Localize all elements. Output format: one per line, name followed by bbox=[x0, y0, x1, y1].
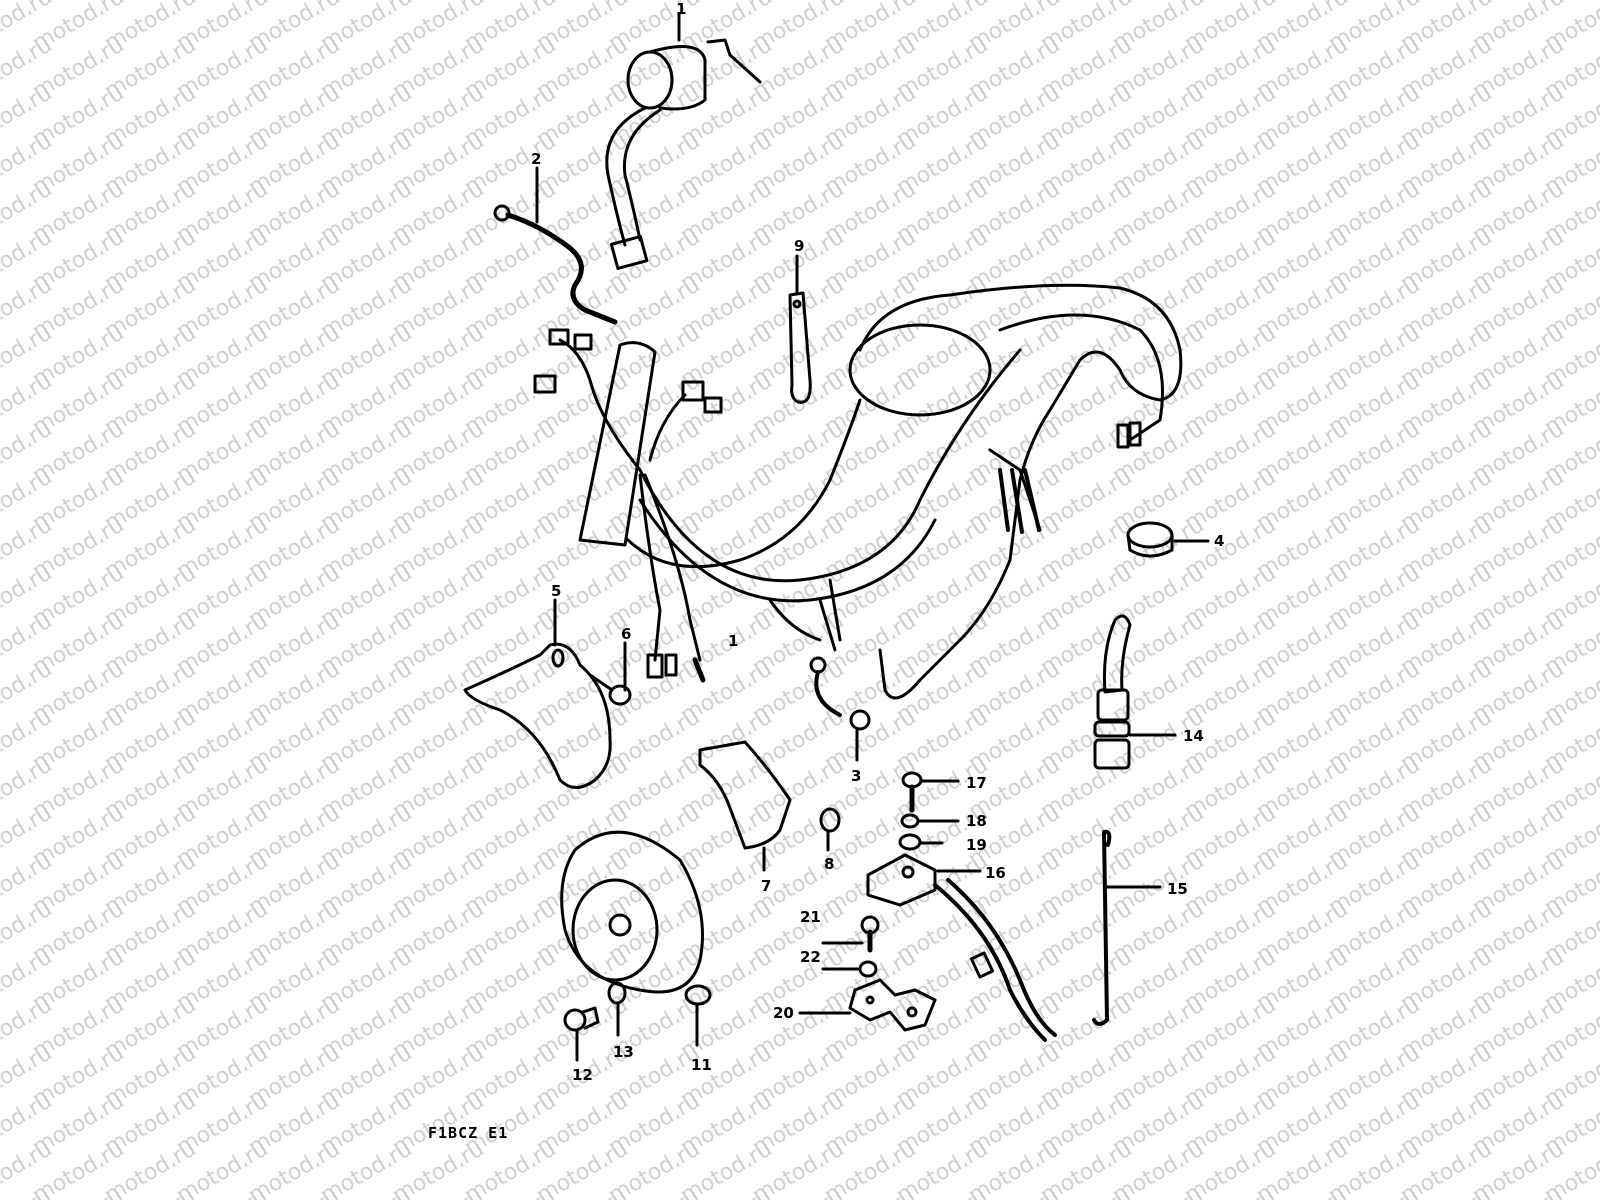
bracket-9 bbox=[788, 254, 812, 404]
callout-22: 22 bbox=[800, 948, 821, 966]
callout-13: 13 bbox=[613, 1043, 634, 1061]
screw-17 bbox=[901, 771, 960, 813]
callout-3: 3 bbox=[851, 767, 862, 785]
washer-19 bbox=[898, 833, 944, 851]
callout-17: 17 bbox=[966, 774, 987, 792]
figure-code: F1BCZ E1 bbox=[428, 1124, 509, 1142]
callout-8: 8 bbox=[824, 855, 835, 873]
callout-1t: 1 bbox=[676, 0, 687, 18]
callout-14: 14 bbox=[1183, 727, 1204, 745]
ground-wire bbox=[493, 166, 618, 325]
callout-9: 9 bbox=[794, 237, 805, 255]
cover-5 bbox=[463, 598, 612, 789]
callout-12: 12 bbox=[572, 1066, 593, 1084]
wire-harness-frame bbox=[533, 283, 1183, 700]
sensor-14 bbox=[1093, 614, 1177, 770]
callout-18: 18 bbox=[966, 812, 987, 830]
callout-19: 19 bbox=[966, 836, 987, 854]
callout-1: 1 bbox=[728, 632, 739, 650]
screw-8 bbox=[819, 807, 841, 852]
washer-13 bbox=[607, 981, 627, 1037]
grommet-4 bbox=[1126, 521, 1210, 558]
bolt-12 bbox=[563, 1006, 600, 1062]
clamp-20 bbox=[798, 978, 937, 1032]
ground-lead-3 bbox=[809, 656, 871, 762]
bracket-7 bbox=[698, 740, 792, 872]
callout-4: 4 bbox=[1214, 532, 1225, 550]
callout-6: 6 bbox=[621, 625, 632, 643]
callout-11: 11 bbox=[691, 1056, 712, 1074]
ignition-switch bbox=[605, 12, 762, 270]
callout-15: 15 bbox=[1167, 880, 1188, 898]
callout-20: 20 bbox=[773, 1004, 794, 1022]
spring-15 bbox=[1092, 829, 1162, 1026]
screw-21 bbox=[821, 915, 880, 953]
horn-11 bbox=[560, 830, 712, 1047]
sensor-bracket-16 bbox=[866, 853, 1057, 1042]
callout-16: 16 bbox=[985, 864, 1006, 882]
callout-2: 2 bbox=[531, 150, 542, 168]
callout-5: 5 bbox=[551, 582, 562, 600]
callout-7: 7 bbox=[761, 877, 772, 895]
screw-6 bbox=[588, 641, 632, 706]
washer-22 bbox=[821, 960, 878, 978]
callout-21: 21 bbox=[800, 908, 821, 926]
washer-18 bbox=[900, 813, 960, 829]
